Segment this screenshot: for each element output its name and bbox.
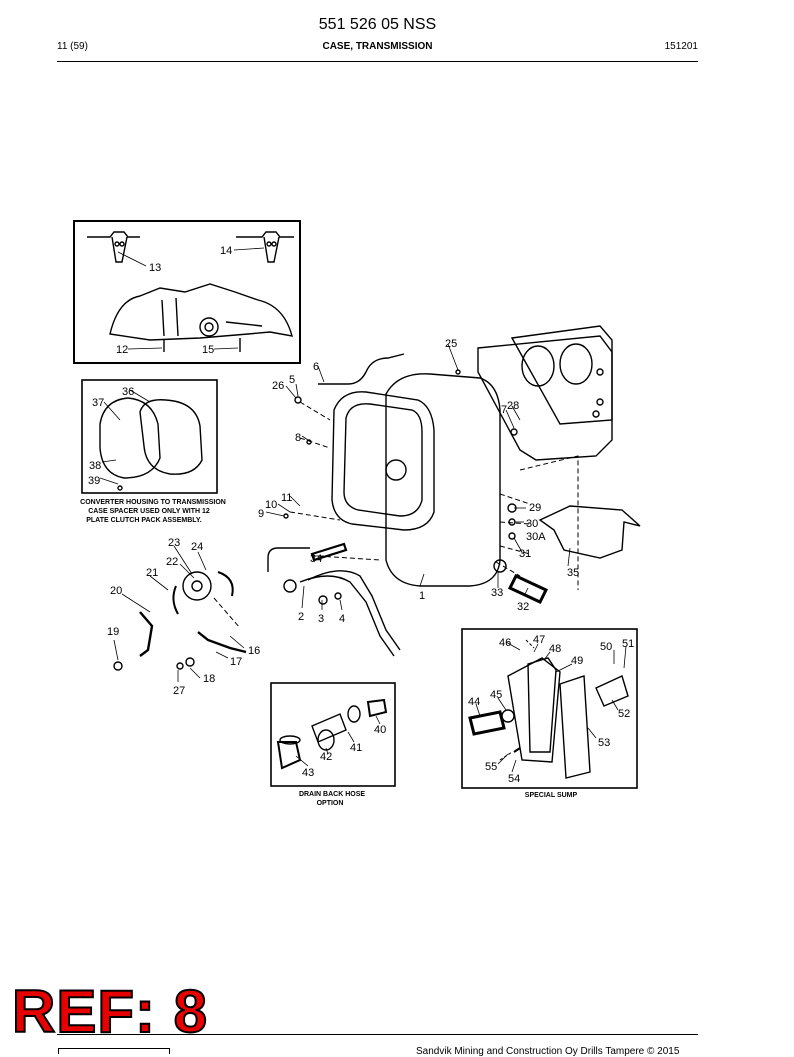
screen-44 <box>468 710 506 736</box>
part-label: 2 <box>298 611 304 623</box>
rear-cover <box>477 335 613 461</box>
breather-tube <box>318 353 405 385</box>
part-label: 15 <box>202 344 214 356</box>
elbow-43 <box>276 741 302 770</box>
part-label: 18 <box>203 673 215 685</box>
part-label: 12 <box>116 344 128 356</box>
part-label: 40 <box>374 724 386 736</box>
part-label: 51 <box>622 638 634 650</box>
hose-41 <box>311 713 347 743</box>
detail-box-mounting <box>73 220 301 364</box>
detail-box-special-sump <box>461 628 638 789</box>
part-label: 46 <box>499 637 511 649</box>
part-label: 10 <box>265 499 277 511</box>
footer-rule <box>57 1034 698 1035</box>
part-label: 8 <box>295 432 301 444</box>
part-label: 44 <box>468 696 480 708</box>
gasket-36 <box>139 399 203 475</box>
document-code: 151201 <box>664 41 698 52</box>
clamp-42 <box>317 729 335 751</box>
converter-caption-line: PLATE CLUTCH PACK ASSEMBLY. <box>86 517 202 524</box>
part-label: 16 <box>248 645 260 657</box>
special-sump-caption: SPECIAL SUMP <box>525 792 578 799</box>
converter-face-gasket <box>331 391 435 531</box>
part-label: 30A <box>526 531 546 543</box>
converter-caption-line: CONVERTER HOUSING TO TRANSMISSION <box>80 499 226 506</box>
detail-box-spacer <box>81 379 218 494</box>
part-label: 25 <box>445 338 457 350</box>
part-label: 33 <box>491 587 503 599</box>
part-label: 27 <box>173 685 185 697</box>
part-label: 13 <box>149 262 161 274</box>
part-label: 22 <box>166 556 178 568</box>
footer-copyright: Sandvik Mining and Construction Oy Drill… <box>416 1046 680 1057</box>
part-label: 4 <box>339 613 345 625</box>
filter-32 <box>507 574 549 604</box>
part-label: 48 <box>549 643 561 655</box>
fitting-52 <box>595 675 629 707</box>
part-label: 6 <box>313 361 319 373</box>
part-label: 26 <box>272 380 284 392</box>
part-label: 14 <box>220 245 232 257</box>
oil-pan-35 <box>538 505 641 559</box>
part-label: 34 <box>310 553 322 565</box>
drain-hose-caption: OPTION <box>317 800 344 807</box>
part-label: 38 <box>89 460 101 472</box>
part-label: 47 <box>533 634 545 646</box>
part-label: 43 <box>302 767 314 779</box>
part-label: 5 <box>289 374 295 386</box>
drain-hose-caption: DRAIN BACK HOSE <box>299 791 365 798</box>
drain-tube <box>267 547 401 651</box>
part-label: 52 <box>618 708 630 720</box>
part-label: 49 <box>571 655 583 667</box>
part-label: 32 <box>517 601 529 613</box>
sump-48-49 <box>507 657 561 763</box>
tube-19-20 <box>139 611 154 657</box>
part-label: 17 <box>230 656 242 668</box>
part-label: 54 <box>508 773 520 785</box>
converter-housing <box>109 283 293 341</box>
part-label: 23 <box>168 537 180 549</box>
part-label: 41 <box>350 742 362 754</box>
part-label: 19 <box>107 626 119 638</box>
part-label: 45 <box>490 689 502 701</box>
bracket-13 <box>87 231 140 238</box>
part-label: 28 <box>507 400 519 412</box>
part-label: 31 <box>519 548 531 560</box>
part-label: 42 <box>320 751 332 763</box>
o-ring-33 <box>493 559 507 573</box>
part-label: 50 <box>600 641 612 653</box>
part-label: 7 <box>501 404 507 416</box>
header-rule <box>57 61 698 62</box>
document-number: 551 526 05 NSS <box>318 16 437 33</box>
part-label: 30 <box>526 518 538 530</box>
part-label: 36 <box>122 386 134 398</box>
part-label: 55 <box>485 761 497 773</box>
transmission-case <box>385 373 501 587</box>
logo-strip <box>58 1048 170 1054</box>
detail-box-drain-hose <box>270 682 396 787</box>
part-label: 11 <box>281 492 292 504</box>
part-label: 9 <box>258 508 264 520</box>
part-label: 53 <box>598 737 610 749</box>
part-label: 21 <box>146 567 158 579</box>
bracket-14 <box>236 231 294 238</box>
part-label: 3 <box>318 613 324 625</box>
part-label: 24 <box>191 541 203 553</box>
ref-stamp: REF: 8 <box>11 978 209 1045</box>
part-label: 20 <box>110 585 122 597</box>
gasket-37 <box>99 397 161 479</box>
part-label: 35 <box>567 567 579 579</box>
converter-caption-line: CASE SPACER USED ONLY WITH 12 <box>88 508 210 515</box>
part-label: 1 <box>419 590 425 602</box>
hub-22 <box>182 571 212 601</box>
page-number: 11 (59) <box>57 41 88 52</box>
part-label: 37 <box>92 397 104 409</box>
section-title: CASE, TRANSMISSION <box>322 41 433 52</box>
part-label: 29 <box>529 502 541 514</box>
gasket-53 <box>559 675 591 779</box>
part-label: 39 <box>88 475 100 487</box>
